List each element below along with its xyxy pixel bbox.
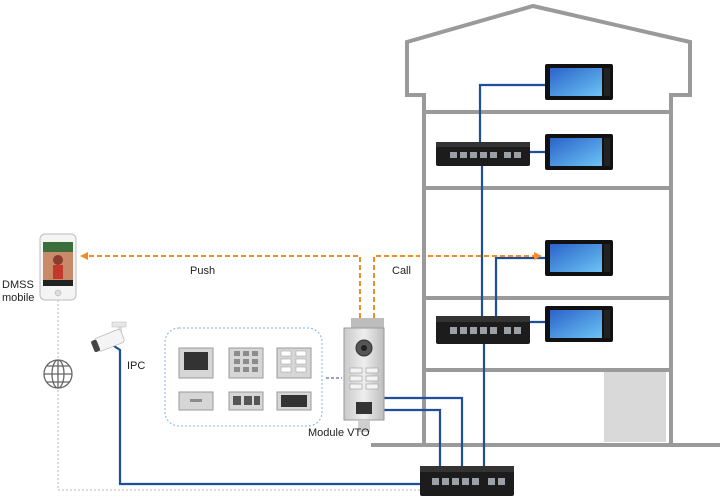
monitor-icon [545,240,613,276]
monitor-icon [545,306,613,342]
internet-links [57,300,420,491]
dmss-label: DMSS mobile [2,279,34,305]
signal-arrows [80,252,542,318]
globe-icon [43,359,73,389]
phone-icon [39,233,77,301]
ipc-label: IPC [127,360,146,372]
monitor-icon [545,64,613,100]
module-group [164,327,323,427]
switch-icon [420,466,514,496]
call-label: Call [392,265,411,277]
building-door [604,372,666,442]
switch-icon [436,316,530,344]
module-icon [178,347,312,411]
dmss-label-line1: DMSS [2,279,34,291]
building [371,3,720,447]
module-vto-label: Module VTO [308,427,370,439]
push-label: Push [190,265,216,277]
monitor-icon [545,134,613,170]
dmss-label-line2: mobile [2,292,35,304]
network-cables [107,83,545,486]
camera-icon [91,321,127,353]
vto-panel-icon [343,318,385,432]
switch-icon [436,142,530,166]
